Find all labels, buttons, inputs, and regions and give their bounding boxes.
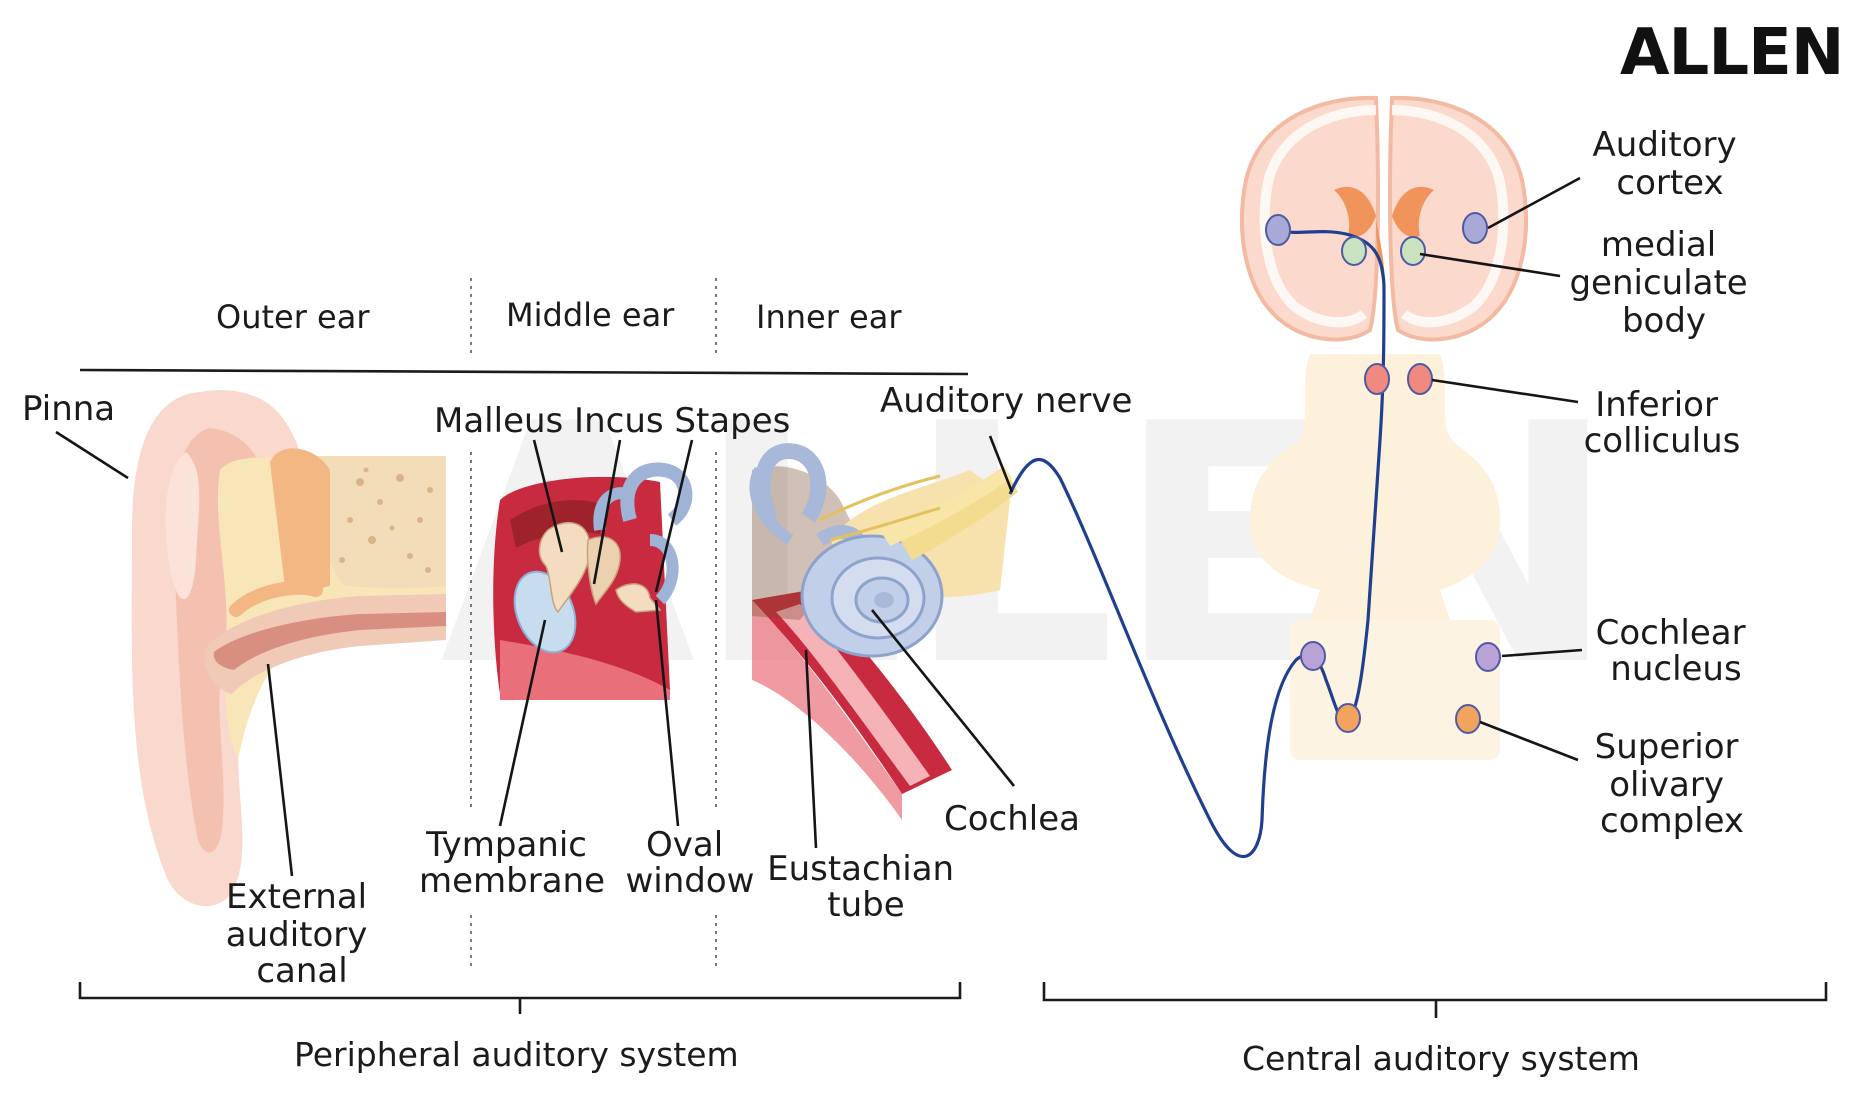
label-auditory-cortex: Auditory cortex — [1593, 125, 1748, 203]
section-dividers — [470, 278, 717, 968]
label-tympanic-membrane: Tympanic membrane — [419, 825, 605, 901]
label-oval-window: Oval window — [626, 825, 755, 901]
label-external-auditory-canal: External auditory canal — [226, 877, 378, 991]
section-middle-ear: Middle ear — [506, 296, 675, 334]
label-cochlea: Cochlea — [944, 799, 1080, 839]
label-pinna: Pinna — [22, 389, 115, 429]
label-auditory-nerve: Auditory nerve — [880, 381, 1132, 421]
label-cochlear-nucleus: Cochlear nucleus — [1596, 613, 1757, 689]
node-cn-right — [1475, 642, 1501, 672]
label-ossicles: Malleus Incus Stapes — [434, 401, 790, 441]
inner-ear-illustration — [749, 443, 1018, 820]
outer-ear-illustration — [131, 390, 446, 907]
label-superior-olivary-complex: Superior olivary complex — [1595, 727, 1750, 841]
node-ic-left — [1364, 363, 1390, 395]
node-soc-left — [1335, 703, 1361, 733]
brace-peripheral — [78, 982, 962, 1014]
brace-central — [1042, 982, 1828, 1018]
node-auditory-cortex-left — [1265, 214, 1291, 246]
node-mgb-right — [1400, 236, 1426, 266]
pathway-nodes — [1265, 212, 1501, 734]
label-inferior-colliculus: Inferior colliculus — [1584, 385, 1741, 461]
node-soc-right — [1455, 704, 1481, 734]
label-eustachian-tube: Eustachian tube — [767, 849, 965, 925]
label-medial-geniculate-body: medial geniculate body — [1569, 225, 1758, 341]
section-outer-ear: Outer ear — [216, 298, 370, 336]
middle-ear-illustration — [493, 462, 693, 700]
section-inner-ear: Inner ear — [756, 298, 902, 336]
leader-lines — [55, 176, 1583, 877]
node-ic-right — [1407, 363, 1433, 395]
brand-logo: ALLEN — [1620, 16, 1843, 90]
node-mgb-left — [1341, 236, 1367, 266]
node-auditory-cortex-right — [1462, 212, 1488, 244]
header-rule — [79, 368, 969, 376]
label-central-system: Central auditory system — [1242, 1039, 1640, 1078]
label-peripheral-system: Peripheral auditory system — [294, 1035, 739, 1074]
node-cn-left — [1300, 641, 1326, 671]
